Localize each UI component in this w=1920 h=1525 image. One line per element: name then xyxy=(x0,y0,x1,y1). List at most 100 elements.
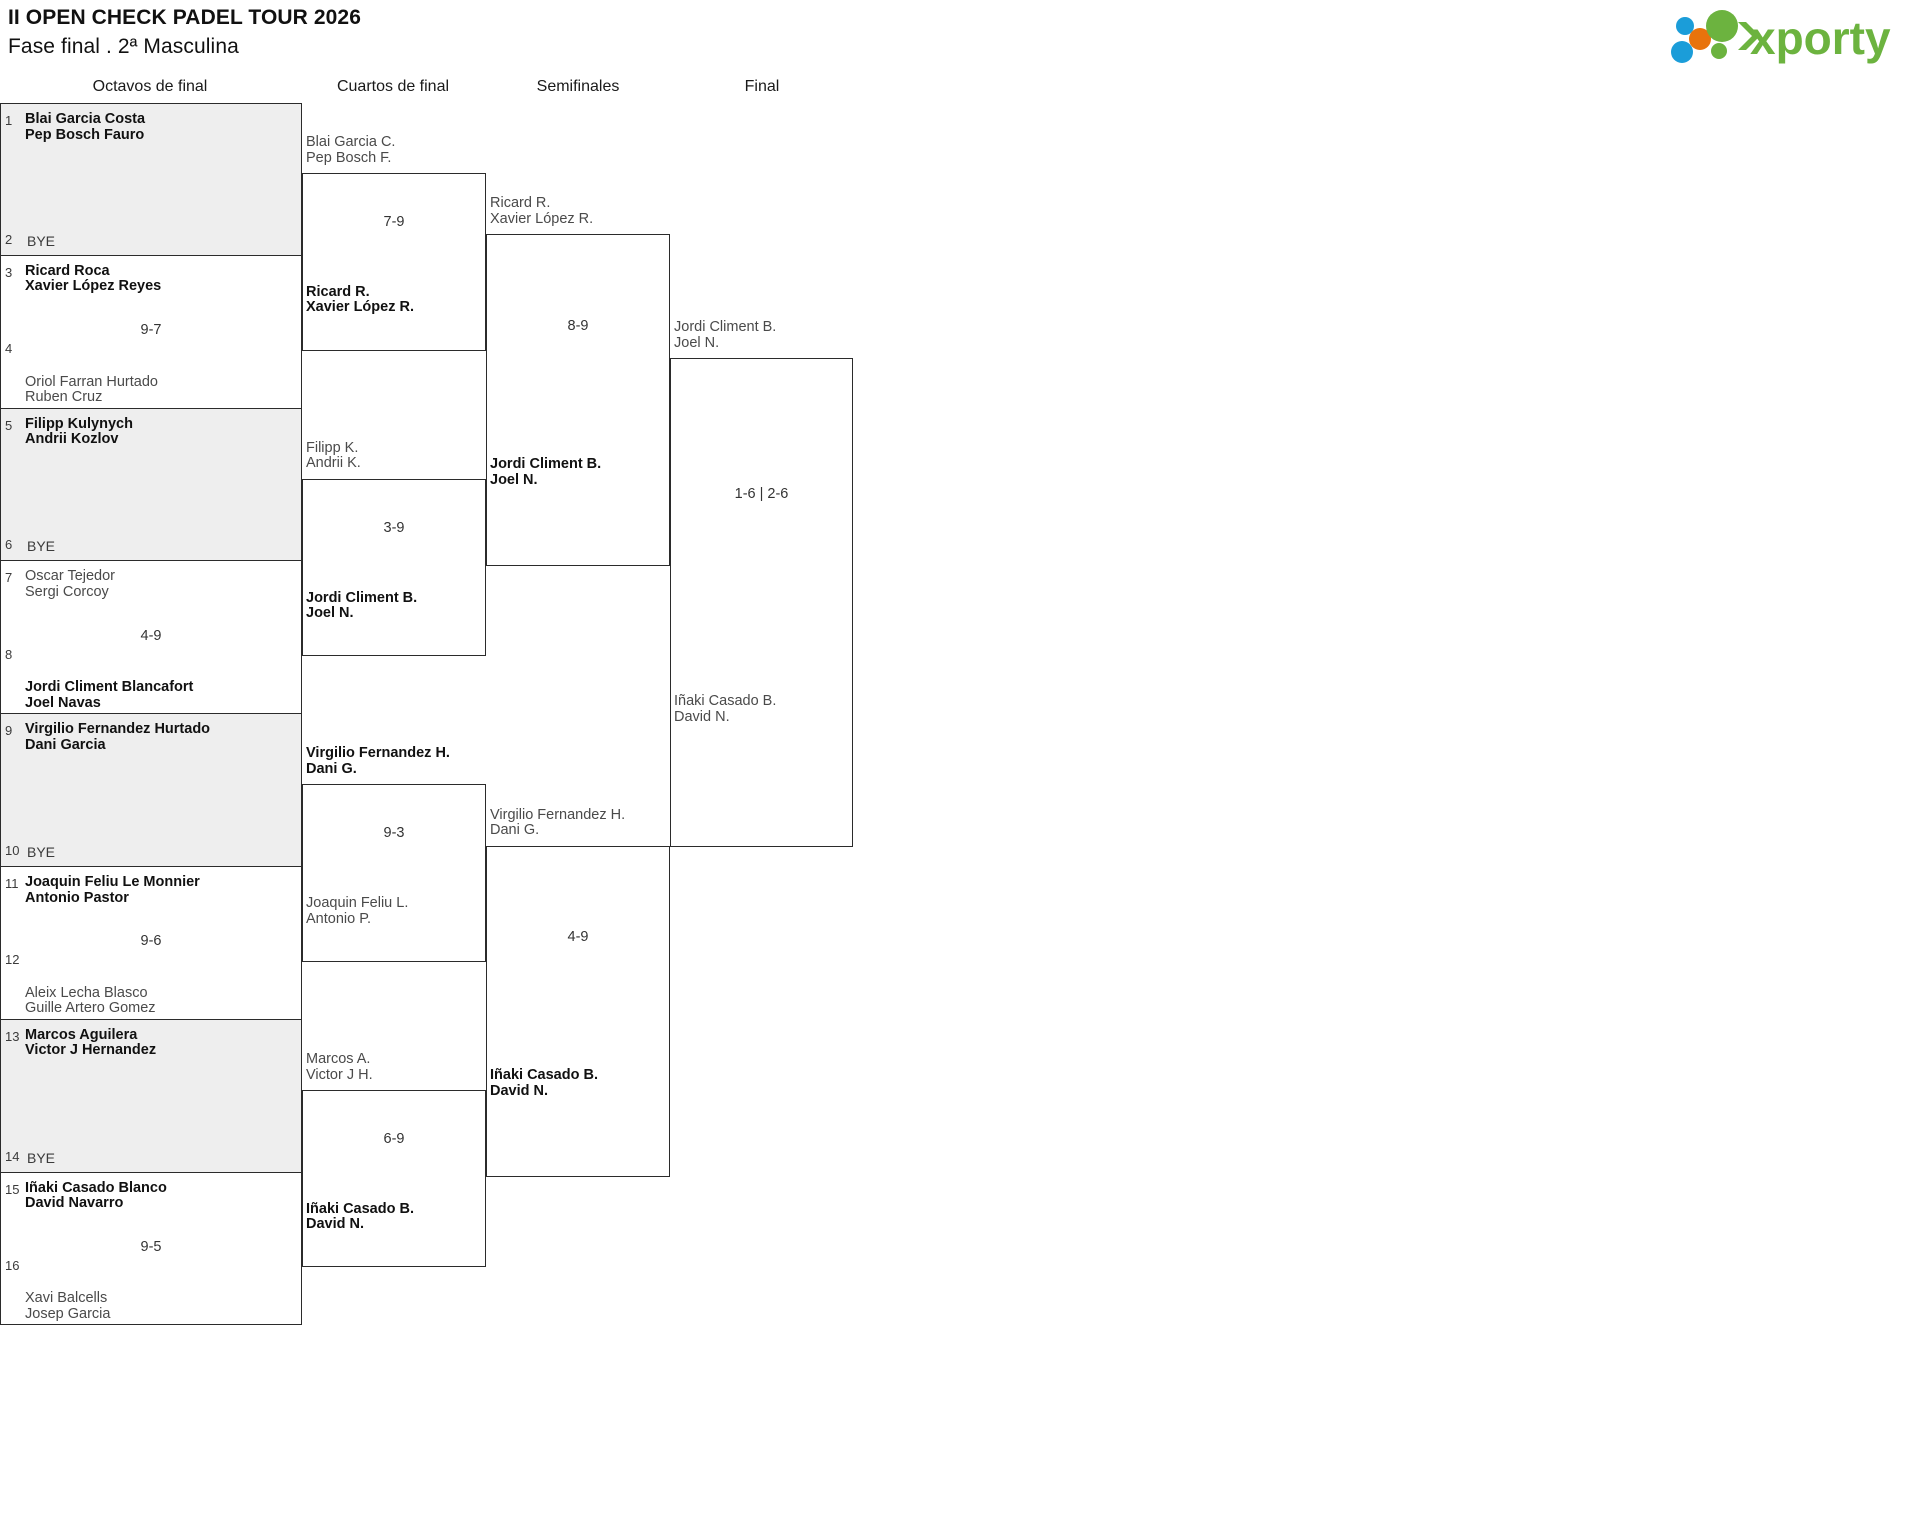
round-header-octavos: Octavos de final xyxy=(92,78,208,95)
player-1: Joaquin Feliu Le Monnier xyxy=(25,875,200,890)
player-1: Blai Garcia Costa xyxy=(25,112,146,127)
tournament-title: II OPEN CHECK PADEL TOUR 2026 xyxy=(8,6,361,29)
round-header-semis: Semifinales xyxy=(536,78,620,95)
cuartos-lower-team-0: Ricard R.Xavier López R. xyxy=(306,284,414,316)
player-2: Josep Garcia xyxy=(25,1306,111,1322)
round-header-cuartos: Cuartos de final xyxy=(336,78,450,95)
player-1: Iñaki Casado B. xyxy=(306,1200,414,1217)
logo-dot-blue-bottom xyxy=(1671,41,1693,63)
bye-label: BYE xyxy=(27,538,56,555)
cuartos-lower-team-2: Joaquin Feliu L.Antonio P. xyxy=(306,896,408,927)
final-upper-team-0: Jordi Climent B.Joel N. xyxy=(674,320,776,351)
player-1: Virgilio Fernandez H. xyxy=(490,806,626,823)
seed-number: 12 xyxy=(5,952,20,968)
player-2: David N. xyxy=(306,1216,365,1233)
cuartos-upper-team-0: Blai Garcia C.Pep Bosch F. xyxy=(306,135,395,166)
player-2: Andrii K. xyxy=(306,455,361,472)
player-1: Ricard R. xyxy=(490,195,551,212)
semis-score-1: 4-9 xyxy=(567,929,589,946)
player-2: Joel N. xyxy=(490,471,538,488)
cuartos-match-box-3[interactable] xyxy=(302,1090,486,1268)
player-1: Iñaki Casado Blanco xyxy=(25,1180,167,1196)
cuartos-upper-team-2: Virgilio Fernandez H.Dani G. xyxy=(306,746,450,777)
cuartos-match-box-1[interactable] xyxy=(302,478,486,657)
player-2: David Navarro xyxy=(25,1196,124,1212)
cuartos-score-3: 6-9 xyxy=(383,1130,405,1147)
logo-wordmark: xporty xyxy=(1750,12,1891,64)
seed-number: 7 xyxy=(5,570,13,586)
semis-upper-team-0: Ricard R.Xavier López R. xyxy=(490,196,593,227)
bye-label: BYE xyxy=(27,232,56,249)
bye-label: BYE xyxy=(27,843,56,860)
cuartos-upper-team-1: Filipp K.Andrii K. xyxy=(306,439,361,472)
player-2: Pep Bosch Fauro xyxy=(25,127,145,143)
player-2: Pep Bosch F. xyxy=(306,149,392,166)
player-1: Marcos Aguilera xyxy=(25,1027,138,1043)
page-title: II OPEN CHECK PADEL TOUR 2026 Fase final… xyxy=(8,4,361,62)
player-2: David N. xyxy=(490,1082,549,1099)
seed-number: 11 xyxy=(5,876,19,891)
seed-number: 3 xyxy=(5,264,13,280)
final-match-box-0[interactable] xyxy=(670,358,853,848)
octavos-score: 4-9 xyxy=(140,627,162,644)
octavos-score: 9-6 xyxy=(140,933,162,950)
semis-match-box-0[interactable] xyxy=(486,234,670,566)
player-1: Jordi Climent B. xyxy=(306,589,418,606)
octavos-score: 9-5 xyxy=(140,1239,162,1255)
cuartos-match-box-2[interactable] xyxy=(302,784,486,962)
seed-number: 13 xyxy=(5,1028,20,1044)
cuartos-lower-team-1: Jordi Climent B.Joel N. xyxy=(306,589,418,622)
player-2: Sergi Corcoy xyxy=(25,584,109,600)
semis-match-box-1[interactable] xyxy=(486,845,670,1178)
player-2: Antonio Pastor xyxy=(25,890,129,906)
player-2: Dani G. xyxy=(306,760,357,777)
player-1: Jordi Climent B. xyxy=(674,319,777,336)
player-1: Marcos A. xyxy=(306,1051,371,1068)
seed-number: 16 xyxy=(5,1258,20,1273)
player-1: Blai Garcia C. xyxy=(306,134,396,151)
cuartos-match-box-0[interactable] xyxy=(302,173,486,351)
logo-dot-orange xyxy=(1689,28,1711,50)
player-1: Filipp K. xyxy=(306,439,359,456)
cuartos-score-0: 7-9 xyxy=(383,213,405,230)
logo-dot-green-large xyxy=(1706,10,1738,42)
player-2: Victor J H. xyxy=(306,1066,373,1083)
player-1: Virgilio Fernandez Hurtado xyxy=(25,722,211,738)
player-2: Guille Artero Gomez xyxy=(25,1001,156,1017)
player-1: Jordi Climent Blancafort xyxy=(25,680,194,696)
seed-number: 1 xyxy=(5,113,13,128)
seed-number: 8 xyxy=(5,646,13,662)
seed-number: 5 xyxy=(5,417,13,433)
player-2: Joel N. xyxy=(674,334,720,351)
player-2: Ruben Cruz xyxy=(25,390,103,406)
player-2: David N. xyxy=(674,708,730,725)
seed-number: 14 xyxy=(5,1148,20,1164)
tournament-subtitle: Fase final . 2ª Masculina xyxy=(8,35,239,58)
cuartos-lower-team-3: Iñaki Casado B.David N. xyxy=(306,1200,414,1233)
